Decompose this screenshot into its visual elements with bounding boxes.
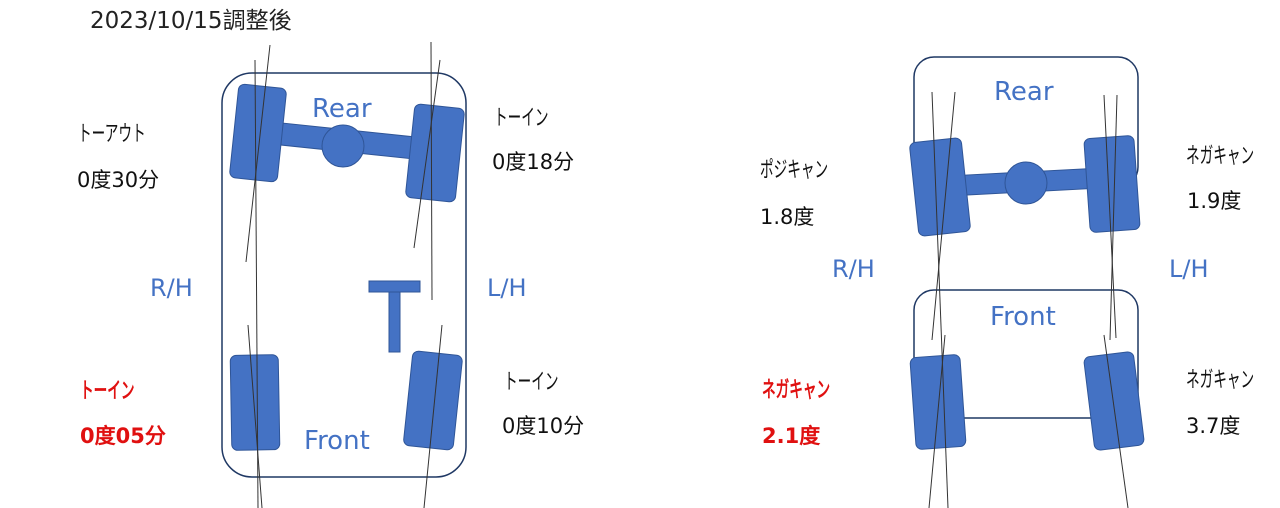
toe-rear-right-type: トーアウト	[78, 122, 146, 147]
camber-rear-label: Rear	[994, 77, 1054, 107]
wheel-rear-right	[909, 137, 971, 237]
wheel-rear-left	[405, 103, 465, 203]
toe-front-right-type: トーイン	[80, 379, 135, 404]
wheel-front-right	[229, 354, 281, 451]
wheel-front-right	[909, 354, 967, 450]
toe-left-side-label: L/H	[487, 274, 527, 302]
toe-diagram-graphic	[221, 41, 467, 508]
camber-line-left-1	[1103, 94, 1117, 339]
toe-rear-label: Rear	[312, 94, 372, 124]
adjustment-date-label: 2023/10/15調整後	[90, 8, 292, 34]
toe-line-right-1	[245, 44, 271, 263]
camber-front-right-type: ネガキャン	[762, 378, 831, 403]
camber-rear-right-type: ポジキャン	[760, 158, 829, 183]
car-body-outline	[221, 72, 467, 478]
wheel-rear-right	[229, 83, 287, 183]
camber-line-left-3	[1103, 334, 1129, 508]
toe-front-right-value: 0度05分	[80, 424, 166, 448]
toe-rear-right-value: 0度30分	[77, 168, 160, 192]
toe-front-left-type: トーイン	[504, 370, 559, 395]
wheel-front-left	[403, 350, 463, 451]
camber-line-right-1	[931, 91, 949, 508]
rear-differential	[321, 124, 365, 168]
front-body-outline	[913, 289, 1139, 419]
camber-line-left-2	[1109, 94, 1118, 341]
camber-front-label: Front	[990, 302, 1056, 332]
toe-line-right-2	[247, 324, 263, 508]
toe-line-left-3	[423, 324, 443, 508]
camber-rear-left-value: 1.9度	[1187, 189, 1242, 213]
toe-rear-left-value: 0度18分	[492, 150, 575, 174]
toe-front-label: Front	[304, 426, 370, 456]
steering-column	[388, 291, 401, 353]
camber-diagram-graphic	[909, 56, 1145, 508]
toe-line-left-1	[430, 41, 433, 301]
camber-line-right-2	[931, 91, 956, 341]
toe-front-left-value: 0度10分	[502, 414, 585, 438]
wheel-front-left	[1083, 351, 1145, 451]
camber-front-right-value: 2.1度	[762, 424, 821, 448]
steering-bar	[368, 280, 421, 293]
camber-right-side-label: R/H	[832, 255, 875, 283]
camber-line-right-3	[928, 334, 946, 508]
camber-front-left-value: 3.7度	[1186, 414, 1241, 438]
camber-rear-left-type: ネガキャン	[1186, 144, 1255, 169]
toe-right-side-label: R/H	[150, 274, 193, 302]
toe-rear-left-type: トーイン	[494, 106, 549, 131]
camber-front-left-type: ネガキャン	[1186, 368, 1255, 393]
camber-left-side-label: L/H	[1169, 255, 1209, 283]
rear-differential	[1004, 161, 1048, 205]
camber-rear-right-value: 1.8度	[760, 205, 815, 229]
wheel-rear-left	[1083, 135, 1141, 233]
toe-line-right-3	[254, 59, 259, 508]
toe-line-left-2	[413, 59, 441, 249]
